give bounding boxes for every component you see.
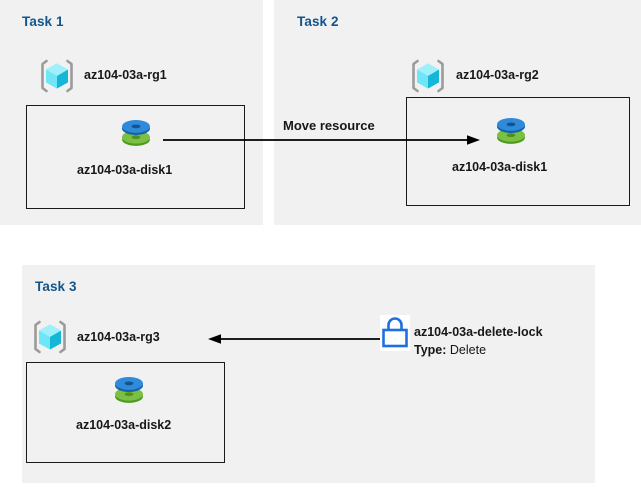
panel-task2-title: Task 2 [297,14,339,29]
panel-task3 [22,265,595,483]
resource-group-label: az104-03a-rg2 [456,68,539,82]
disk-icon [117,114,155,152]
panel-task3-title: Task 3 [35,279,77,294]
task2-resource-label: az104-03a-disk1 [452,160,548,174]
resource-group-icon [409,57,447,95]
task1-resource-label: az104-03a-disk1 [77,163,173,177]
lock-icon [380,315,410,351]
lock-type-row: Type: Delete [414,343,486,357]
disk-icon [110,371,148,409]
panel-task2 [274,0,641,225]
resource-group-icon [38,57,76,95]
lock-type-label: Type: [414,343,447,357]
resource-group-icon [31,318,69,356]
panel-task1-title: Task 1 [22,14,64,29]
panel-task1 [0,0,263,225]
connector-move-resource-label: Move resource [281,118,377,133]
resource-group-label: az104-03a-rg1 [84,68,167,82]
resource-group-label: az104-03a-rg3 [77,330,160,344]
disk-icon [492,112,530,150]
task3-resource-label: az104-03a-disk2 [76,418,172,432]
lock-type-value: Delete [449,343,487,357]
connector-move-resource [163,131,483,149]
task2-resource-box [406,97,630,206]
connector-lock-to-rg3 [208,330,380,348]
task3-resource-box [26,362,225,463]
lock-name-label: az104-03a-delete-lock [414,325,543,339]
task1-resource-box [26,105,245,209]
